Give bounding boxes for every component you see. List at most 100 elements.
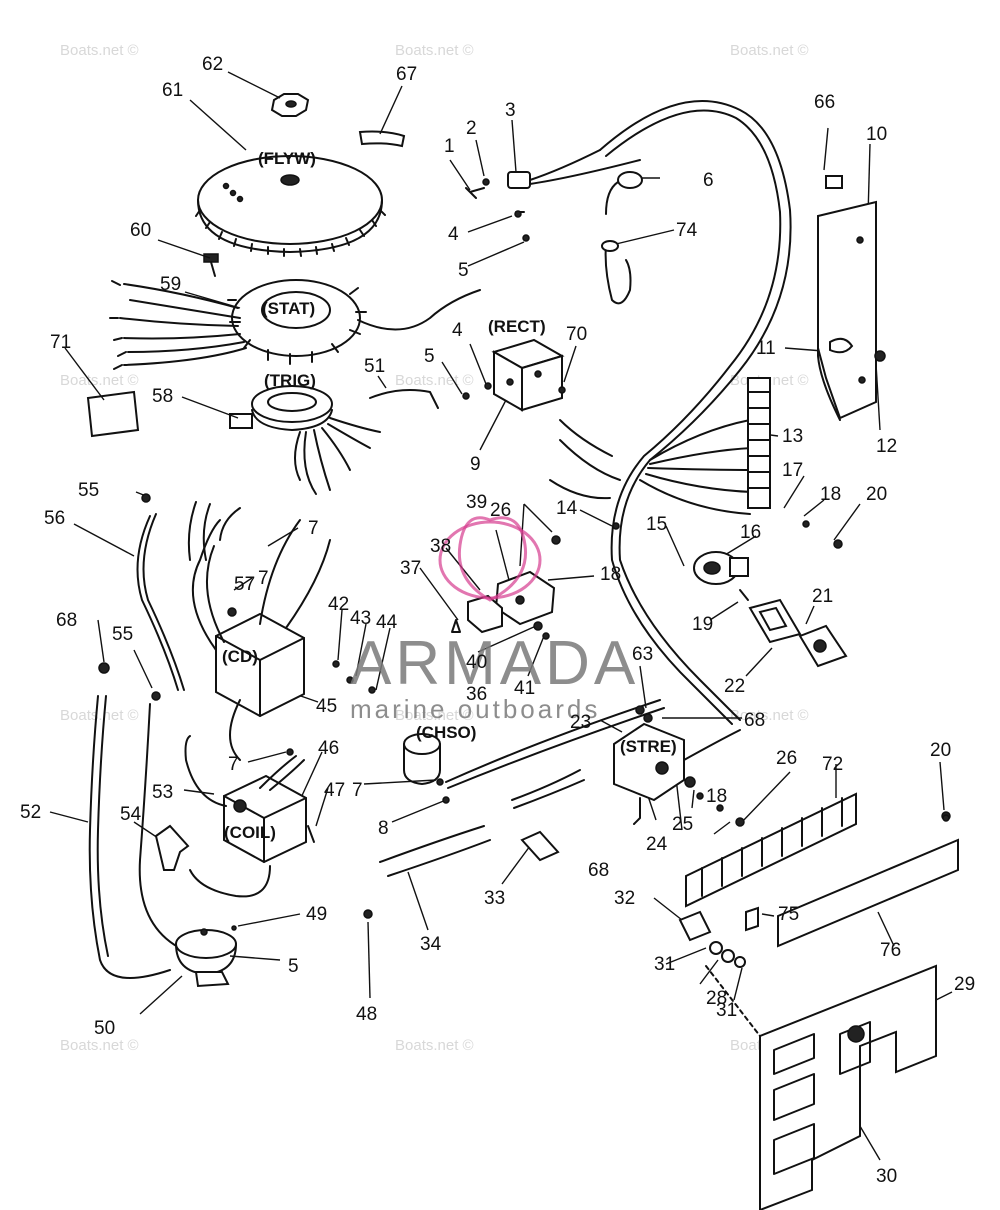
nut [533,621,543,631]
callout-41: 41 [514,678,535,699]
callout-40: 40 [466,652,487,673]
callout-45: 45 [316,696,337,717]
callout-31: 31 [716,1000,737,1021]
callout-5: 5 [288,956,299,977]
callout-28: 28 [706,988,727,1009]
watermark: Boats.net © [60,1037,139,1054]
callout-7: 7 [228,754,239,775]
terminal-block [747,377,771,509]
watermark: Boats.net © [395,372,474,389]
callout-33: 33 [484,888,505,909]
callout-51: 51 [364,356,385,377]
callout-57: 57 [234,574,255,595]
nut [270,93,310,117]
brand-watermark: ARMADA marine outboards [350,516,635,724]
screw [558,386,566,394]
callout-18: 18 [706,786,727,807]
callout-10: 10 [866,124,887,145]
callout-48: 48 [356,1004,377,1025]
ground-lead [136,515,179,691]
callout-67: 67 [396,64,417,85]
trig-label: (TRIG) [264,371,316,390]
ignition-coil: (COIL) [184,735,307,898]
callout-17: 17 [782,460,803,481]
callout-18: 18 [820,484,841,505]
callout-11: 11 [756,338,776,359]
callout-56: 56 [44,508,65,529]
callout-5: 5 [458,260,469,281]
chso-label: (CHSO) [416,723,476,742]
lead-36 [445,699,661,783]
callout-4: 4 [448,224,459,245]
callout-75: 75 [778,904,799,925]
callout-66: 66 [814,92,835,113]
callout-38: 38 [430,536,451,557]
callout-19: 19 [692,614,713,635]
watermark: Boats.net © [60,42,139,59]
mounting-plate [759,964,937,1210]
cd-module: (CD) [187,501,331,761]
small-parts-top [465,149,643,305]
callout-76: 76 [880,940,901,961]
callout-68: 68 [588,860,609,881]
lead-51 [369,389,439,409]
callout-23: 23 [570,712,591,733]
coil-label: (COIL) [224,823,276,842]
callout-70: 70 [566,324,587,345]
callout-43: 43 [350,608,371,629]
watermark: Boats.net © [395,42,474,59]
callout-7: 7 [258,568,269,589]
cd-label: (CD) [222,647,258,666]
callout-68: 68 [744,710,765,731]
watermark: Boats.net © [60,372,139,389]
washer [484,382,492,390]
callout-50: 50 [94,1018,115,1039]
callout-1: 1 [444,136,455,157]
screw [542,632,550,640]
callout-44: 44 [376,612,398,633]
callout-15: 15 [646,514,667,535]
callout-55: 55 [112,624,133,645]
terminal-plate [777,838,959,948]
callout-20: 20 [866,484,887,505]
callout-14: 14 [556,498,578,519]
callout-6: 6 [703,170,714,191]
callout-31: 31 [654,954,675,975]
callout-53: 53 [152,782,173,803]
callout-36: 36 [466,684,487,705]
main-harness [599,100,792,721]
callout-22: 22 [724,676,745,697]
callout-72: 72 [822,754,843,775]
callout-18: 18 [600,564,621,585]
leader-lines [49,71,953,1161]
callout-60: 60 [130,220,151,241]
callout-20: 20 [930,740,951,761]
mounting-bracket [817,175,886,421]
callout-5: 5 [424,346,435,367]
stator: (STAT) [109,279,481,370]
nut [684,776,696,788]
callout-7: 7 [352,780,363,801]
lead-connector [520,830,560,862]
rect-label: (RECT) [488,317,546,336]
callout-21: 21 [812,586,833,607]
callout-8: 8 [378,818,389,839]
warning-horn [175,928,237,988]
callout-49: 49 [306,904,327,925]
callout-30: 30 [876,1166,897,1187]
fuse-holder [678,910,746,968]
callout-47: 47 [324,780,345,801]
trigger: (TRIG) [229,371,381,495]
callout-58: 58 [152,386,173,407]
callout-61: 61 [162,80,183,101]
watermarks: Boats.net © Boats.net © Boats.net © Boat… [60,42,809,1054]
callout-68: 68 [56,610,77,631]
flywheel: (FLYW) [195,149,386,257]
callout-24: 24 [646,834,668,855]
callout-25: 25 [672,814,693,835]
callout-13: 13 [782,426,803,447]
screw [462,392,470,400]
watermark: Boats.net © [730,707,809,724]
stre-label: (STRE) [620,737,677,756]
